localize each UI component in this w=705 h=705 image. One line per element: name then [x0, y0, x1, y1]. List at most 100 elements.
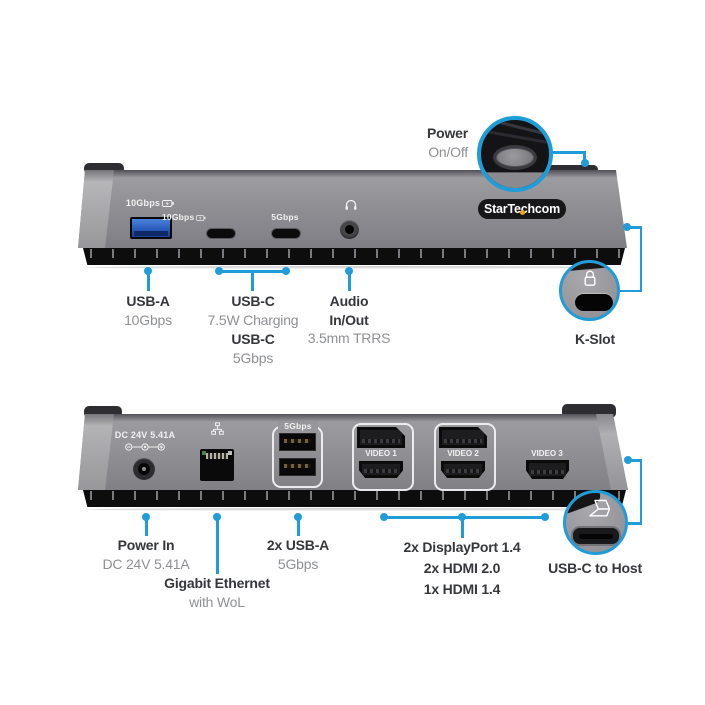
headphones-icon [345, 199, 357, 210]
front-shadow [86, 266, 620, 269]
power-button [493, 145, 537, 170]
ethernet-pointer-line [215, 519, 219, 574]
usb-a-back-sublabel: 5Gbps [277, 555, 319, 572]
video-bracket-dot-left [380, 513, 388, 521]
usb-c-pointer-line [251, 271, 254, 291]
power-subtitle: On/Off [428, 143, 468, 160]
ethernet-port [200, 449, 234, 481]
kslot-title: K-Slot [574, 331, 615, 347]
power-title: Power [426, 125, 468, 141]
video-label-block: 2x DisplayPort 1.4 2x HDMI 2.0 1x HDMI 1… [386, 537, 538, 600]
video-label-3: 1x HDMI 1.4 [423, 581, 501, 597]
usb-a-sublabel: 10Gbps [124, 311, 172, 328]
logo-text-main: StarTech [483, 202, 535, 216]
audio-pointer-dot [345, 267, 353, 275]
usb-c-host-callout [563, 490, 628, 555]
usb-c-port-2 [271, 228, 301, 239]
usb-a-label: USB-A [126, 293, 170, 309]
displayport-2 [439, 427, 487, 448]
audio-sublabel: 3.5mm TRRS [307, 330, 391, 346]
power-in-pointer-dot [142, 513, 150, 521]
displayport-1 [357, 427, 405, 448]
video-label-1: 2x DisplayPort 1.4 [403, 539, 521, 555]
video3-marking: VIDEO 3 [531, 449, 563, 458]
hdmi-1 [359, 461, 403, 478]
host-connector-line [630, 459, 642, 462]
usb-c-label-1: USB-C [231, 293, 275, 309]
dc-input-marking: DC 24V 5.41A [114, 430, 176, 440]
power-in-label: Power In [117, 537, 175, 553]
audio-label-2: In/Out [329, 311, 369, 328]
ethernet-icon [211, 422, 224, 435]
dc-polarity-icon [125, 443, 165, 451]
hdmi-2 [441, 461, 485, 478]
dock-top-edge-left [84, 163, 124, 174]
usb-a-label-block: USB-A 10Gbps [100, 292, 196, 329]
video-bracket-dot-mid [458, 513, 466, 521]
vent-fins [83, 491, 626, 500]
power-button-callout [477, 116, 553, 192]
video1-group-outline [352, 423, 414, 491]
usb-c-label-block: USB-C 7.5W Charging USB-C 5Gbps [181, 292, 325, 368]
power-in-pointer-line [144, 519, 148, 536]
usb-c-label-2: USB-C [231, 331, 275, 347]
power-connector-line [549, 151, 585, 154]
host-title: USB-C to Host [548, 560, 642, 576]
kslot-callout [559, 260, 620, 321]
battery-icon [162, 200, 174, 207]
usb-c-sublabel-2: 5Gbps [232, 350, 274, 366]
video2-marking: VIDEO 2 [447, 449, 479, 458]
usb-a-port [130, 217, 172, 239]
usb-a-speed-marking: 10Gbps [123, 198, 177, 209]
usb-a-pointer-dot [144, 267, 152, 275]
battery-icon [196, 214, 206, 221]
ethernet-label: Gigabit Ethernet [164, 575, 270, 591]
dc-power-jack [133, 458, 155, 480]
kslot-connector-line [639, 226, 642, 292]
usb-a-back-pointer-line [296, 519, 300, 536]
laptop-icon [589, 499, 611, 517]
host-connector-line [628, 522, 642, 525]
host-connector-line [639, 459, 642, 524]
usb-c1-speed-marking: 10Gbps [162, 212, 206, 223]
logo-text-suffix: com [534, 202, 561, 216]
host-label: USB-C to Host [535, 559, 655, 578]
usb-c2-speed-marking: 5Gbps [271, 212, 299, 222]
usb-a-back-label: 2x USB-A [266, 537, 330, 553]
usb-group-marking: 5Gbps [278, 421, 318, 432]
video1-marking: VIDEO 1 [365, 449, 397, 458]
audio-label-1: Audio [329, 293, 369, 309]
host-connector-dot [624, 456, 632, 464]
logo-dot [519, 209, 525, 215]
usb-c-host-port [571, 526, 621, 546]
kslot-label: K-Slot [550, 330, 640, 349]
power-connector-dot [580, 159, 589, 167]
kslot-connector-line [620, 289, 642, 292]
ethernet-label-block: Gigabit Ethernet with WoL [147, 574, 287, 611]
power-callout-label: Power On/Off [360, 124, 468, 161]
kslot-connector-dot [623, 223, 631, 231]
ethernet-sublabel: with WoL [189, 593, 245, 610]
usb-c-bracket-dot-left [215, 267, 223, 275]
power-in-label-block: Power In DC 24V 5.41A [94, 536, 198, 573]
audio-label-block: Audio In/Out 3.5mm TRRS [297, 292, 401, 348]
usb-a-pointer-line [146, 273, 150, 291]
dock-back-vent [83, 490, 626, 507]
usb-a-back-label-block: 2x USB-A 5Gbps [246, 536, 350, 573]
hdmi-3 [526, 460, 569, 479]
usb-c-bracket-dot-right [282, 267, 290, 275]
usb-a-port-1 [279, 433, 316, 451]
dock-front-vent [83, 248, 625, 265]
padlock-icon [584, 270, 596, 286]
usb-a-back-pointer-dot [294, 513, 302, 521]
usb-a-port-2 [279, 458, 316, 476]
usb-c-sublabel-1: 7.5W Charging [207, 312, 299, 328]
audio-jack-port [340, 220, 359, 239]
k-slot-opening [575, 294, 613, 311]
audio-pointer-line [347, 273, 351, 291]
device-front-edge [481, 172, 549, 188]
video-pointer-line [460, 518, 464, 538]
back-shadow [86, 508, 624, 511]
